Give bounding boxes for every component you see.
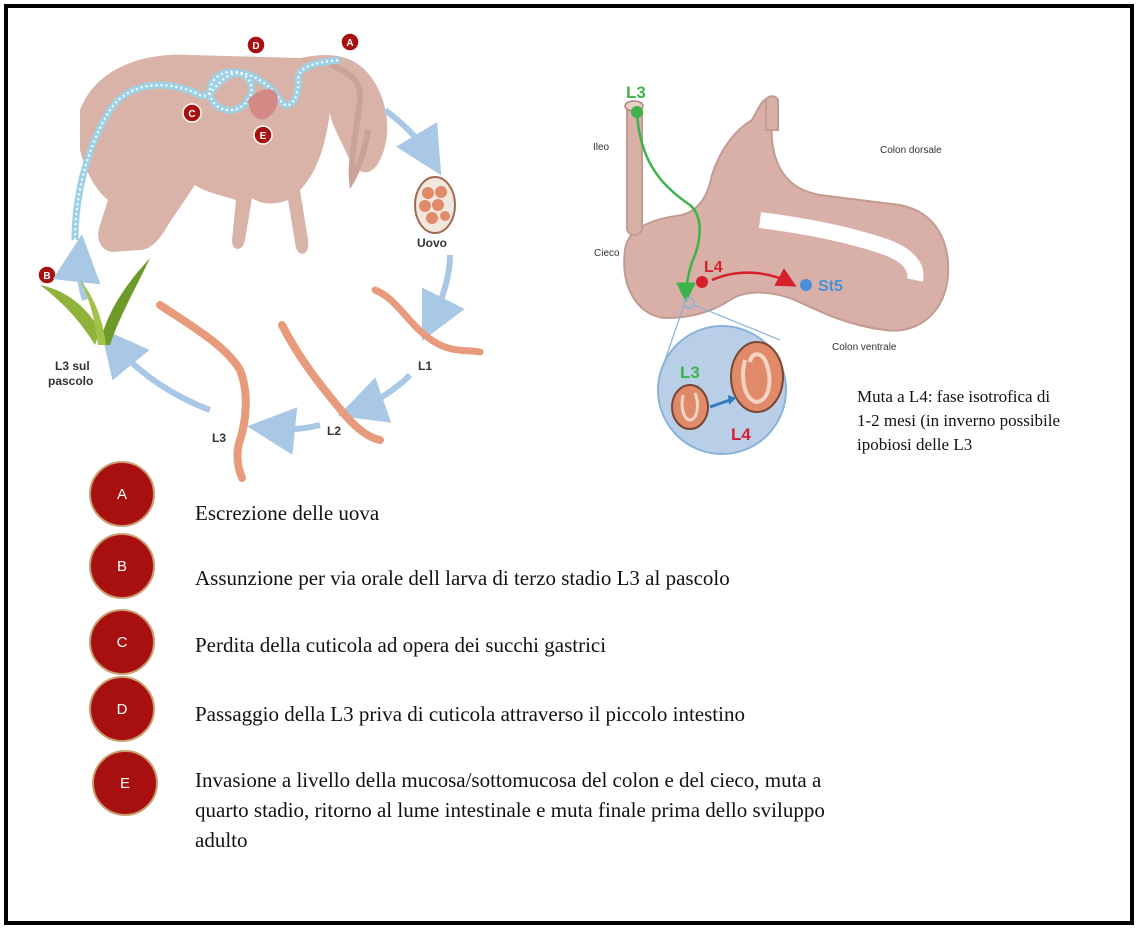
note-line: 1-2 mesi (in inverno possibile xyxy=(857,409,1117,433)
l4-dot xyxy=(696,276,708,288)
label-inset-l3: L3 xyxy=(680,363,700,382)
label-gut-l4: L4 xyxy=(704,259,723,276)
legend-text-d: Passaggio della L3 priva di cuticola att… xyxy=(195,699,745,729)
legend-text-e-line: quarto stadio, ritorno al lume intestina… xyxy=(195,795,1095,825)
label-l3-pasture-line1: L3 sul xyxy=(55,359,90,373)
svg-text:A: A xyxy=(346,38,353,49)
egg-icon xyxy=(415,177,455,233)
l3-dot xyxy=(631,106,643,118)
marker-e: E xyxy=(254,126,272,144)
legend-text-b: Assunzione per via orale dell larva di t… xyxy=(195,563,730,593)
label-colon-ventrale: Colon ventrale xyxy=(832,342,897,353)
marker-a: A xyxy=(341,33,359,51)
svg-text:D: D xyxy=(252,41,259,52)
label-cieco: Cieco xyxy=(594,248,620,259)
svg-text:B: B xyxy=(43,271,50,282)
svg-text:E: E xyxy=(260,131,267,142)
moult-note: Muta a L4: fase isotrofica di 1-2 mesi (… xyxy=(857,385,1117,457)
label-colon-dorsale: Colon dorsale xyxy=(880,145,942,156)
label-l2: L2 xyxy=(327,424,341,438)
legend-badge-d: D xyxy=(89,676,155,742)
legend-text-e-line: adulto xyxy=(195,825,1095,855)
marker-b: B xyxy=(38,266,56,284)
large-intestine xyxy=(624,96,948,330)
label-l1: L1 xyxy=(418,359,432,373)
legend-text-e-line: Invasione a livello della mucosa/sottomu… xyxy=(195,765,1095,795)
label-l3: L3 xyxy=(212,431,226,445)
label-uovo: Uovo xyxy=(417,236,447,250)
marker-c: C xyxy=(183,104,201,122)
inset-circle xyxy=(658,326,786,454)
legend-text-c: Perdita della cuticola ad opera dei succ… xyxy=(195,630,606,660)
larva-l2 xyxy=(282,325,380,440)
st5-dot xyxy=(800,279,812,291)
label-ileo: Ileo xyxy=(593,142,610,153)
marker-d: D xyxy=(247,36,265,54)
svg-text:C: C xyxy=(188,109,195,120)
horse-silhouette xyxy=(80,55,387,254)
note-line: ipobiosi delle L3 xyxy=(857,433,1117,457)
label-l3-pasture-line2: pascolo xyxy=(48,374,93,388)
label-gut-st5: St5 xyxy=(818,278,843,295)
larva-l1 xyxy=(375,290,480,352)
note-line: Muta a L4: fase isotrofica di xyxy=(857,385,1117,409)
label-inset-l4: L4 xyxy=(731,425,751,444)
legend-text-a: Escrezione delle uova xyxy=(195,498,379,528)
legend-badge-c: C xyxy=(89,609,155,675)
legend-badge-a: A xyxy=(89,461,155,527)
legend-badge-e: E xyxy=(92,750,158,816)
label-gut-l3: L3 xyxy=(626,83,646,102)
legend-badge-b: B xyxy=(89,533,155,599)
legend-text-e: Invasione a livello della mucosa/sottomu… xyxy=(195,765,1095,855)
grass-icon xyxy=(40,258,150,345)
